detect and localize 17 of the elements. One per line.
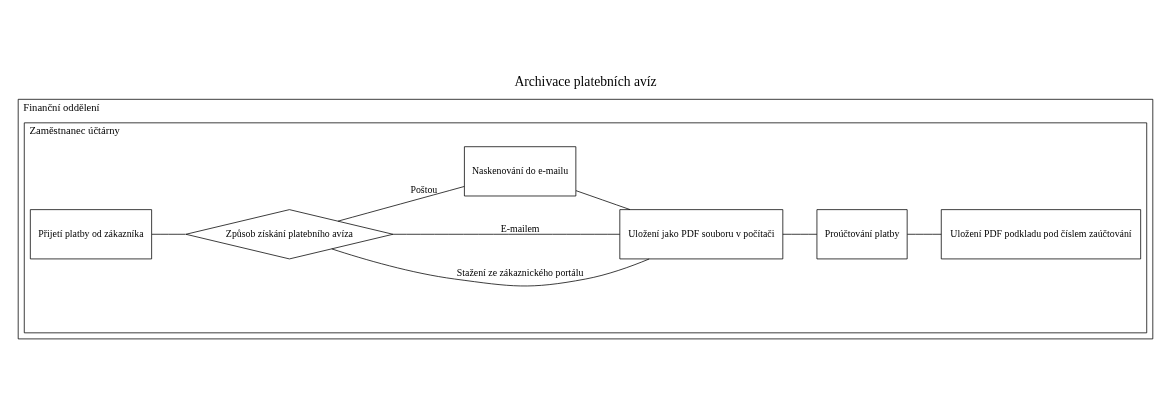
diagram-title: Archivace platebních avíz xyxy=(514,73,657,89)
node-box: Uložení PDF podkladu pod číslem zaúčtování xyxy=(940,208,1142,259)
connector xyxy=(392,233,621,235)
connector xyxy=(151,233,187,235)
connector xyxy=(575,189,631,210)
connector xyxy=(782,233,818,235)
node-diamond: Způsob získání platebního avíza xyxy=(185,208,394,259)
edge-label: Stažení ze zákaznického portálu xyxy=(456,266,584,278)
connector xyxy=(331,248,650,286)
node-box: Uložení jako PDF souboru v počítači xyxy=(619,208,784,259)
node-box: Naskenování do e-mailu xyxy=(464,145,577,196)
connector xyxy=(906,233,942,235)
connector xyxy=(337,185,465,222)
edge-label: E-mailem xyxy=(500,222,540,234)
edge-label: Poštou xyxy=(410,183,438,195)
node-box: Proúčtování platby xyxy=(816,208,908,259)
node-box: Přijetí platby od zákazníka xyxy=(29,208,152,259)
